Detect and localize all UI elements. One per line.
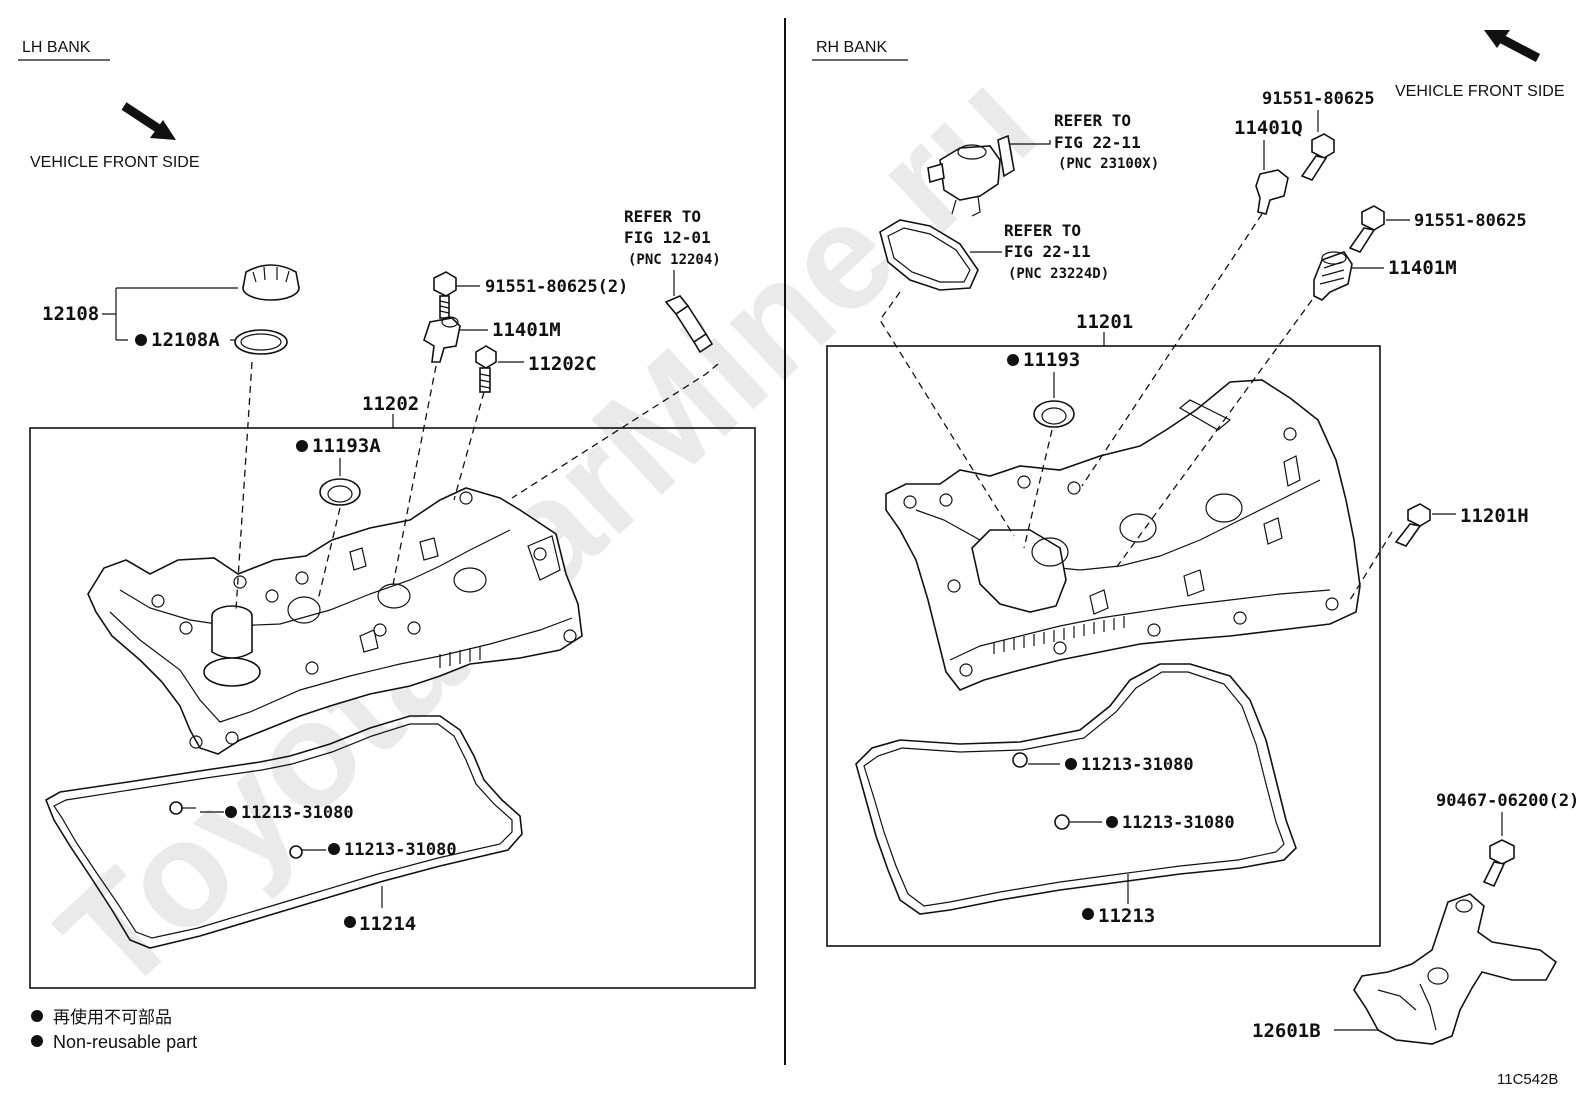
- cam-sensor-icon: [423, 316, 461, 363]
- lh-gasket-icon: [44, 715, 523, 949]
- part-11202-label: 11202: [362, 393, 419, 415]
- refer-a-line3: (PNC 23100X): [1058, 156, 1159, 172]
- part-11401M-label: 11401M: [492, 319, 561, 341]
- grommet-icon: [289, 845, 303, 859]
- part-11201-label: 11201: [1076, 311, 1133, 333]
- legend-dot: [31, 1035, 43, 1047]
- part-11214-label: 11214: [359, 913, 416, 935]
- refer-line3: (PNC 12204): [628, 252, 721, 268]
- part-12108-label: 12108: [42, 303, 99, 325]
- grommet-icon: [169, 801, 196, 815]
- plug-seal-icon: [319, 478, 361, 506]
- leader-dash: [235, 361, 253, 611]
- refer-b-line1: REFER TO: [1004, 221, 1081, 240]
- refer-a-line1: REFER TO: [1054, 111, 1131, 130]
- refer-line2: FIG 12-01: [624, 228, 711, 247]
- nonreusable-dot: [1082, 908, 1094, 920]
- bolt-icon: [1482, 839, 1515, 888]
- nonreusable-dot: [1065, 758, 1077, 770]
- spark-plug-icon: [664, 295, 714, 354]
- part-91551a-label: 91551-80625: [1262, 89, 1375, 109]
- nonreusable-dot: [296, 440, 308, 452]
- gasket-ring-icon: [234, 329, 288, 355]
- part-11193-label: 11193: [1023, 349, 1080, 371]
- stud-bolt-icon: [475, 345, 497, 393]
- lh-bank-label: LH BANK: [22, 39, 91, 56]
- bolt-icon: [1300, 133, 1335, 181]
- leader-dash: [1349, 531, 1393, 601]
- part-90467-label: 90467-06200(2): [1436, 791, 1579, 811]
- legend-dot: [31, 1010, 43, 1022]
- plug-seal-icon: [1033, 400, 1075, 428]
- part-11213a-label: 11213-31080: [241, 803, 354, 823]
- bolt-icon: [433, 271, 457, 319]
- grommet-icon: [1054, 814, 1070, 830]
- leader-dash: [1081, 213, 1263, 487]
- lh-bracket-line: [102, 287, 238, 341]
- part-12601B-label: 12601B: [1252, 1020, 1321, 1042]
- front-arrow-icon: [121, 102, 176, 140]
- rh-gasket-icon: [855, 663, 1297, 915]
- part-11213-label: 11213: [1098, 905, 1155, 927]
- lh-valve-cover-icon: [87, 487, 583, 755]
- oval-gasket-icon: [879, 219, 979, 291]
- leader-dash: [317, 507, 341, 601]
- bolt-icon: [1348, 205, 1385, 253]
- nonreusable-dot: [344, 916, 356, 928]
- oil-filler-cap-icon: [242, 264, 300, 301]
- grommet-icon: [1012, 752, 1028, 768]
- legend-en: Non-reusable part: [53, 1032, 197, 1052]
- refer-a-line2: FIG 22-11: [1054, 133, 1141, 152]
- part-11401Q-label: 11401Q: [1234, 117, 1303, 139]
- part-11202C-label: 11202C: [528, 353, 597, 375]
- rh-front-side-label: VEHICLE FRONT SIDE: [1395, 83, 1565, 100]
- part-91551-label: 91551-80625(2): [485, 277, 628, 297]
- part-11401M-rh-label: 11401M: [1388, 257, 1457, 279]
- nonreusable-dot: [1106, 816, 1118, 828]
- part-11193A-label: 11193A: [312, 435, 381, 457]
- part-11201H-label: 11201H: [1460, 505, 1529, 527]
- legend-jp: 再使用不可部品: [53, 1007, 172, 1027]
- engine-hanger-bracket-icon: [1353, 893, 1558, 1045]
- rh-bank-label: RH BANK: [816, 39, 887, 56]
- part-11213b-rh-label: 11213-31080: [1122, 813, 1235, 833]
- leader-dash: [453, 391, 485, 501]
- stud-bolt-icon: [1394, 503, 1431, 547]
- part-11213a-rh-label: 11213-31080: [1081, 755, 1194, 775]
- front-arrow-icon: [1484, 30, 1541, 62]
- cam-sensor-icon: [1313, 251, 1353, 301]
- refer-b-line3: (PNC 23224D): [1008, 266, 1109, 282]
- diagram-code: 11C542B: [1497, 1071, 1558, 1088]
- nonreusable-dot: [1007, 354, 1019, 366]
- nonreusable-dot: [328, 843, 340, 855]
- refer-line1: REFER TO: [624, 207, 701, 226]
- refer-b-line2: FIG 22-11: [1004, 242, 1091, 261]
- part-91551b-label: 91551-80625: [1414, 211, 1527, 231]
- part-11213b-label: 11213-31080: [344, 840, 457, 860]
- leader-dash: [1115, 299, 1313, 569]
- leader-dash: [391, 365, 437, 591]
- leader-dash: [511, 363, 719, 499]
- purge-valve-icon: [927, 134, 1015, 217]
- cam-sensor-icon: [1255, 169, 1289, 215]
- rh-assembly-frame: [826, 345, 1381, 947]
- part-12108A-label: 12108A: [151, 329, 220, 351]
- nonreusable-dot: [225, 806, 237, 818]
- nonreusable-dot: [135, 334, 147, 346]
- leader-dash: [1023, 429, 1053, 549]
- rh-valve-cover-icon: [885, 379, 1361, 691]
- lh-front-side-label: VEHICLE FRONT SIDE: [30, 154, 200, 171]
